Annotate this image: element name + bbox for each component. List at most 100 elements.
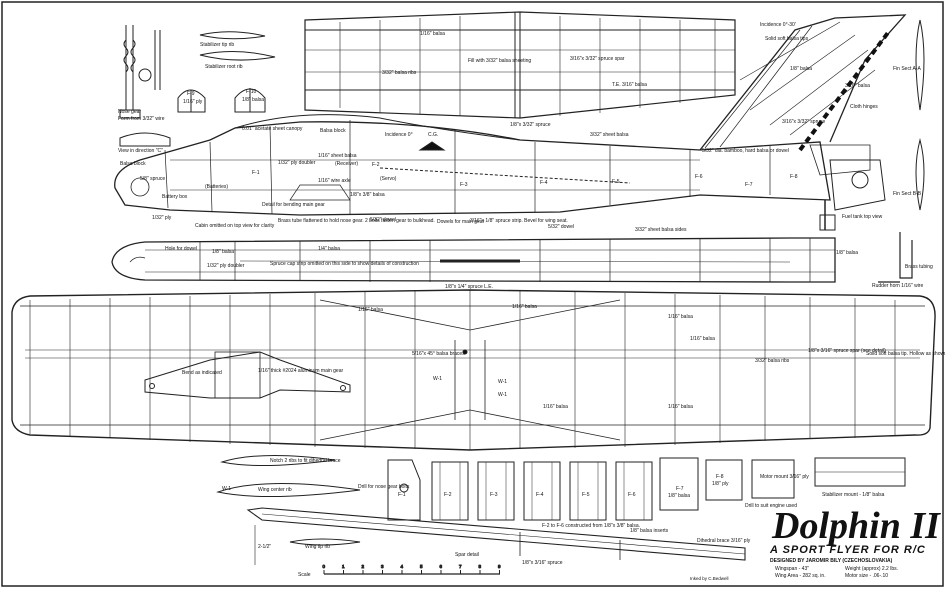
label-battery-box: Battery box (162, 194, 188, 200)
nose-gear-detail (119, 25, 161, 119)
label-dim-212: 2-1/2" (258, 544, 271, 550)
scale-label: Scale (298, 572, 311, 578)
label-balsa-18c: 1/8" balsa (836, 250, 858, 256)
label-fuel-tank: Fuel tank top view (842, 214, 883, 220)
label-f9-ply: 1/16" ply (183, 99, 203, 105)
label-servo: (Servo) (380, 176, 397, 182)
label-sheet-balsa-332: 3/32" sheet balsa (590, 132, 629, 138)
label-stab-root-rib: Stabilizer root rib (205, 64, 243, 70)
label-balsa-116c: 1/16" balsa (668, 314, 693, 320)
label-balsa-block: Balsa block (120, 161, 146, 167)
label-motor-mount: Motor mount 3/16" ply (760, 474, 809, 480)
label-dowels-main: Dowels for main gear (437, 219, 485, 225)
label-brass-tubing: Brass tubing (905, 264, 933, 270)
label-f2: F-2 (372, 162, 380, 168)
label-ply-132: 1/32" ply doubler (278, 160, 316, 166)
label-balsa-18b: 1/8" balsa (212, 249, 234, 255)
label-f9: F-9 (187, 91, 195, 97)
label-spruce-strip: 3/16"x 1/8" spruce strip. Bevel for wing… (470, 218, 568, 224)
label-ply-doubler: 1/32" ply doubler (207, 263, 245, 269)
scale-tick-label: 4 (401, 564, 404, 569)
label-w1a: W-1 (433, 376, 442, 382)
label-dihedral-brace: Dihedral brace 3/16" ply (697, 538, 751, 544)
label-f1b: F-1 (398, 492, 406, 498)
label-sheet-balsa-116: 1/16" sheet balsa (318, 153, 357, 159)
scale-tick-label: 8 (479, 564, 482, 569)
label-sq-balsa: 1/8"x 3/8" balsa (350, 192, 385, 198)
label-detail-bending: Detail for bending main gear (262, 202, 325, 208)
label-spruce-16: 1/8"x 3/16" spruce (522, 560, 563, 566)
scale-tick-label: 1 (342, 564, 345, 569)
scale-tick-label: 7 (459, 564, 462, 569)
plan-title: Dolphin II (771, 505, 941, 547)
former-f9-f10 (177, 88, 266, 113)
label-balsa-316: 3/16" balsa (845, 83, 870, 89)
label-f7: F-7 (745, 182, 753, 188)
label-dowel-532: 5/32" dowel (370, 217, 396, 223)
stabilizer-plan-view (304, 11, 736, 119)
label-aluminum-gear: 1/16" thick #2024 aluminum main gear (258, 368, 343, 374)
label-fin-sect-aa: Fin Sect A-A (893, 66, 921, 72)
label-braces: 5/16"x 45° balsa braces (412, 351, 465, 357)
label-cloth-hinges: Cloth hinges (850, 104, 878, 110)
label-balsa-116f: 1/16" balsa (668, 404, 693, 410)
label-f4: F-4 (540, 180, 548, 186)
label-hole-dowel: Hole for dowel (165, 246, 197, 252)
scale-tick-label: 5 (420, 564, 423, 569)
label-solid-tip: Solid soft balsa tip. Hollow as shown. (866, 351, 945, 357)
label-spruce-spar: 3/16"x 3/32" spruce spar (570, 56, 625, 62)
scale-tick-label: 3 (381, 564, 384, 569)
label-f2b: F-2 (444, 492, 452, 498)
label-stab-mount: Stabilizer mount - 1/8" balsa (822, 492, 885, 498)
spec-motor: Motor size - .06-.10 (845, 573, 888, 579)
label-balsa-116e: 1/16" balsa (543, 404, 568, 410)
label-spruce-332: 1/8"x 3/32" spruce (510, 122, 551, 128)
label-wing-center: Wing center rib (258, 487, 292, 493)
spec-area: Wing Area - 282 sq. in. (775, 573, 826, 579)
label-stab-tip-rib: Stabilizer tip rib (200, 42, 234, 48)
label-f4b: F-4 (536, 492, 544, 498)
label-incidence-tail: Incidence 0°-30' (760, 22, 796, 28)
label-cg: C.G. (428, 132, 438, 138)
label-balsa-116d: 1/16" balsa (690, 336, 715, 342)
label-balsa-116b: 1/16" balsa (512, 304, 537, 310)
designer-credit: DESIGNED BY JAROMIR BILY (CZECHOSLOVAKIA… (770, 558, 893, 564)
plan-subtitle: A SPORT FLYER FOR R/C (769, 544, 926, 556)
label-f7b: F-7 (676, 486, 684, 492)
label-stab-balsa-332: 3/32" balsa ribs (382, 70, 417, 76)
label-balsa-14: 1/4" balsa (318, 246, 340, 252)
label-dowel-532b: 5/32" dowel (548, 224, 574, 230)
label-spruce-cap: Spruce cap strip omitted on this side to… (270, 261, 419, 267)
label-wing-tip-rib: Wing tip rib (305, 544, 330, 550)
label-f3b: F-3 (490, 492, 498, 498)
label-bend-indicated: Bend as indicated (182, 370, 222, 376)
label-cabin-omitted: Cabin omitted on top view for clarity (195, 223, 275, 229)
label-w1d: W-1 (222, 486, 231, 492)
label-w1c: W-1 (498, 392, 507, 398)
title-block: Dolphin II A SPORT FLYER FOR R/C DESIGNE… (298, 505, 941, 581)
label-drill-suit: Drill to suit engine used (745, 503, 797, 509)
label-rudder-horn: Rudder horn 1/16" wire (872, 283, 923, 289)
label-w1b: W-1 (498, 379, 507, 385)
label-view-c: View in direction "C" (118, 148, 163, 154)
engine-area (819, 159, 886, 231)
label-brass-tube: Brass tube flattened to hold nose gear. … (278, 218, 435, 224)
label-balsa-18: 1/8" balsa (790, 66, 812, 72)
label-f6: F-6 (695, 174, 703, 180)
fin-rudder (699, 14, 907, 176)
label-notch: Notch 2 ribs to fit dihedral brace (270, 458, 341, 464)
label-wing-te: 1/8"x 1/4" spruce L.E. (445, 284, 493, 290)
label-f3: F-3 (460, 182, 468, 188)
label-balsa-block2: Balsa block (320, 128, 346, 134)
label-f8: F-8 (790, 174, 798, 180)
label-f1: F-1 (252, 170, 260, 176)
label-f8b: F-8 (716, 474, 724, 480)
label-ply-132b: 1/32" ply (152, 215, 172, 221)
label-f5: F-5 (612, 179, 620, 185)
label-acetate: 0.01" acetate sheet canopy (242, 126, 303, 132)
fuselage-top-view (111, 237, 836, 283)
formers-row (387, 457, 906, 521)
label-f10-balsa: 1/8" balsa (242, 97, 264, 103)
